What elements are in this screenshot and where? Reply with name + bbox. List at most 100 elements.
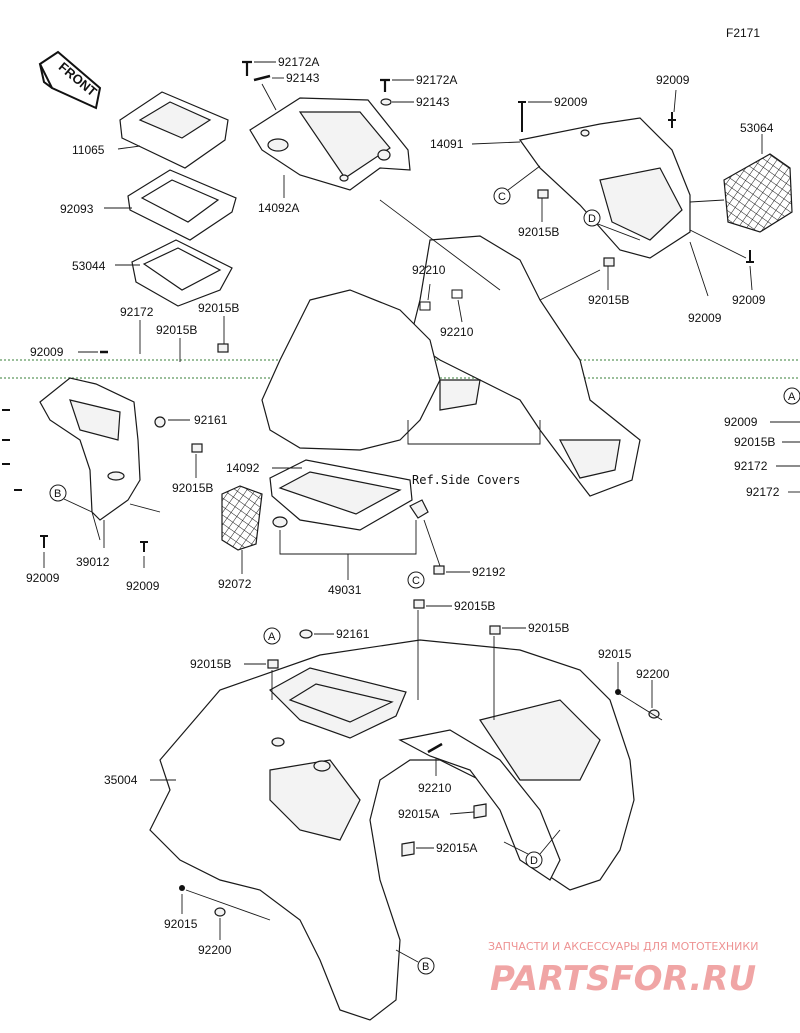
callout-label: D: [530, 855, 538, 867]
grille-92072: [221, 485, 263, 551]
lid-11065: [119, 91, 229, 169]
grille-53064: [723, 153, 793, 233]
part-label: 92009: [26, 571, 60, 585]
part-label: 92015B: [588, 293, 629, 307]
fender-35004: [149, 639, 635, 1021]
screw-icon: [518, 101, 526, 132]
ref-side-covers: Ref.Side Covers: [412, 473, 520, 487]
part-label: 92009: [30, 345, 64, 359]
clip-icon: [451, 289, 463, 299]
part-label: 92015B: [518, 225, 559, 239]
watermark-line1: ЗАПЧАСТИ И АКСЕССУАРЫ ДЛЯ МОТОТЕХНИКИ: [488, 940, 758, 953]
cover-14091: [518, 117, 691, 259]
grommet-icon: [413, 599, 425, 609]
callout-b: [49, 484, 67, 502]
part-label: 92210: [440, 325, 474, 339]
clip-icon: [427, 742, 443, 754]
callout-label: D: [588, 213, 596, 225]
part-label: 92200: [198, 943, 232, 957]
callout-c: [407, 571, 425, 589]
part-label: 49031: [328, 583, 362, 597]
screw-icon: [668, 112, 676, 128]
screw-icon: [242, 60, 252, 76]
part-label: 92015A: [436, 841, 477, 855]
front-arrow-icon: FRONT: [38, 50, 102, 110]
callout-label: B: [54, 488, 61, 500]
callout-b: [417, 957, 435, 975]
part-label: 92009: [554, 95, 588, 109]
cover-14092: [269, 459, 413, 531]
part-label: 14091: [430, 137, 464, 151]
part-label: 92072: [218, 577, 252, 591]
callout-d: [583, 209, 601, 227]
clip-icon: [401, 841, 415, 857]
screw-icon: [380, 78, 390, 92]
part-label: 53064: [740, 121, 774, 135]
grommet-icon: [299, 629, 313, 639]
part-label: 92143: [286, 71, 320, 85]
screw-icon: [40, 535, 148, 552]
callout-d: [525, 851, 543, 869]
part-label: 92093: [60, 202, 94, 216]
nut-icon: [179, 885, 185, 891]
cover-14092A: [249, 97, 411, 191]
part-label: 14092: [226, 461, 260, 475]
latch-icon: [409, 499, 429, 519]
part-label: 92015B: [172, 481, 213, 495]
clip-icon: [419, 301, 431, 311]
part-label: 92192: [472, 565, 506, 579]
part-label: 53044: [72, 259, 106, 273]
seal-53044: [131, 239, 233, 307]
screw-icon: [746, 250, 754, 263]
washer-icon: [380, 98, 392, 106]
part-label: 35004: [104, 773, 138, 787]
callout-c: [493, 187, 511, 205]
callout-a: [263, 627, 281, 645]
grommet-icon: [537, 189, 549, 199]
side-covers-ref: [261, 235, 641, 497]
figure-code: F2171: [726, 26, 760, 40]
part-label: 92009: [732, 293, 766, 307]
part-label: 92172: [734, 459, 768, 473]
part-label: 92015: [164, 917, 198, 931]
grommet-icon: [603, 257, 615, 267]
part-label: 14092A: [258, 201, 299, 215]
part-label: 92009: [656, 73, 690, 87]
part-label: 92172: [746, 485, 780, 499]
part-label: 92161: [336, 627, 370, 641]
box-39012: [39, 377, 141, 521]
part-label: 92143: [416, 95, 450, 109]
part-label: 92172: [120, 305, 154, 319]
callout-label: A: [788, 391, 796, 403]
part-label: 92210: [418, 781, 452, 795]
part-label: 92015B: [198, 301, 239, 315]
nut-icon: [615, 689, 621, 695]
part-label: 92015B: [156, 323, 197, 337]
part-label: 39012: [76, 555, 110, 569]
grommet-icon: [191, 443, 203, 453]
part-label: 11065: [72, 143, 105, 157]
grommet-icon: [154, 416, 166, 428]
part-label: 92015B: [528, 621, 569, 635]
part-label: 92172A: [278, 55, 319, 69]
part-label: 92015B: [734, 435, 775, 449]
part-label: 92172A: [416, 73, 457, 87]
clip-icon: [473, 803, 487, 819]
callout-label: A: [268, 631, 276, 643]
part-label: 92009: [724, 415, 758, 429]
part-label: 92015: [598, 647, 632, 661]
part-label: 92161: [194, 413, 228, 427]
callout-label: C: [412, 575, 420, 587]
grommet-icon: [267, 659, 279, 669]
callout-label: C: [498, 191, 506, 203]
callout-a: [783, 387, 800, 405]
watermark-line2: PARTSFOR.RU: [490, 959, 756, 999]
callout-label: B: [422, 961, 429, 973]
part-label: 92015B: [190, 657, 231, 671]
grommet-icon: [217, 343, 229, 353]
clip-icon: [253, 74, 271, 82]
grommet-icon: [433, 565, 445, 575]
part-label: 92009: [688, 311, 722, 325]
part-label: 92009: [126, 579, 160, 593]
